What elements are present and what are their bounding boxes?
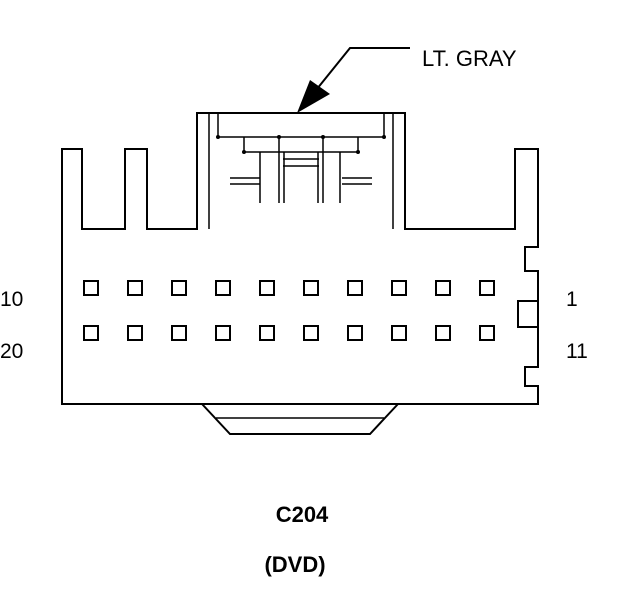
terminal-cavity: [127, 325, 143, 341]
pin-label-top-left: 10: [0, 288, 23, 311]
connector-id: C204: [276, 502, 329, 527]
terminal-cavity: [215, 280, 231, 296]
terminal-cavity: [347, 325, 363, 341]
terminal-cavity: [479, 325, 495, 341]
terminal-cavities: [83, 280, 495, 341]
latch-rivets: [216, 135, 386, 154]
terminal-cavity: [347, 280, 363, 296]
terminal-cavity: [83, 325, 99, 341]
terminal-cavity: [303, 280, 319, 296]
terminal-cavity: [215, 325, 231, 341]
terminal-cavity: [259, 325, 275, 341]
terminal-cavity: [303, 325, 319, 341]
terminal-cavity: [127, 280, 143, 296]
terminal-cavity: [435, 280, 451, 296]
bottom-keyway: [201, 403, 399, 435]
terminal-cavity: [83, 280, 99, 296]
arrow-head: [297, 80, 330, 113]
pin-label-bottom-right: 11: [566, 340, 588, 363]
connector-housing: [61, 112, 539, 405]
latch-detail: [208, 113, 394, 229]
terminal-cavity: [171, 280, 187, 296]
terminal-cavity: [479, 280, 495, 296]
terminal-cavity: [435, 325, 451, 341]
terminal-cavity: [259, 280, 275, 296]
terminal-cavity: [391, 325, 407, 341]
pin-label-bottom-left: 20: [0, 340, 23, 363]
color-callout: [297, 47, 410, 113]
side-key: [517, 300, 539, 328]
terminal-cavity: [391, 280, 407, 296]
terminal-cavity: [171, 325, 187, 341]
color-label: LT. GRAY: [422, 46, 517, 71]
connector-subtitle: (DVD): [264, 552, 325, 577]
pin-label-top-right: 1: [566, 288, 578, 311]
